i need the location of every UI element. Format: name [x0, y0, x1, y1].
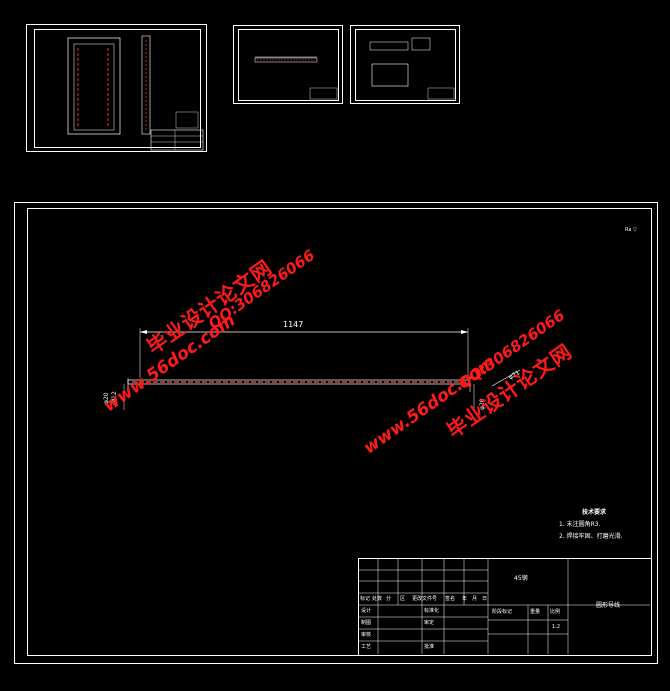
header-cell: 年 — [462, 596, 468, 602]
header-cell: 标记 — [360, 596, 371, 602]
part-name-label: 圆形导线 — [596, 602, 621, 609]
scale-value: 1:2 — [552, 624, 561, 630]
tech-note-item: 2. 焊接牢固、打磨光滑. — [559, 533, 623, 540]
col-label: 审定 — [424, 620, 435, 626]
header-cell: 更改文件号 — [412, 596, 438, 602]
header-cell: 日 — [482, 596, 488, 602]
col-label: 标准化 — [424, 608, 440, 614]
length-dimension-label: 1147 — [283, 320, 304, 329]
sheet-outer-border — [14, 202, 658, 664]
row-label: 制图 — [361, 620, 372, 626]
thumbnail-assembly-sketch — [67, 35, 204, 151]
header-cell: 签名 — [445, 596, 456, 602]
thumbnail-part-2-sketch — [369, 37, 455, 100]
thumbnail-part-1-sketch — [254, 56, 338, 100]
header-cell: 区 — [400, 596, 406, 602]
tech-note-item: 1. 未注圆角R3. — [559, 521, 601, 528]
row-label: 审核 — [361, 632, 372, 638]
stage-label: 阶段标记 — [492, 609, 513, 615]
header-cell: 月 — [472, 596, 478, 602]
col-label: 批准 — [424, 644, 435, 650]
tech-notes-title: 技术要求 — [582, 509, 607, 516]
row-label: 工艺 — [361, 644, 372, 650]
header-cell: 处数 — [372, 596, 383, 602]
row-label: 设计 — [361, 608, 372, 614]
scale-label: 比例 — [550, 609, 561, 615]
material-label: 45钢 — [514, 575, 528, 582]
header-cell: 分 — [386, 596, 392, 602]
sheet-inner-border — [27, 208, 652, 656]
surface-finish-mark: Ra ▽ — [625, 227, 637, 233]
weight-label: 重量 — [530, 609, 541, 615]
